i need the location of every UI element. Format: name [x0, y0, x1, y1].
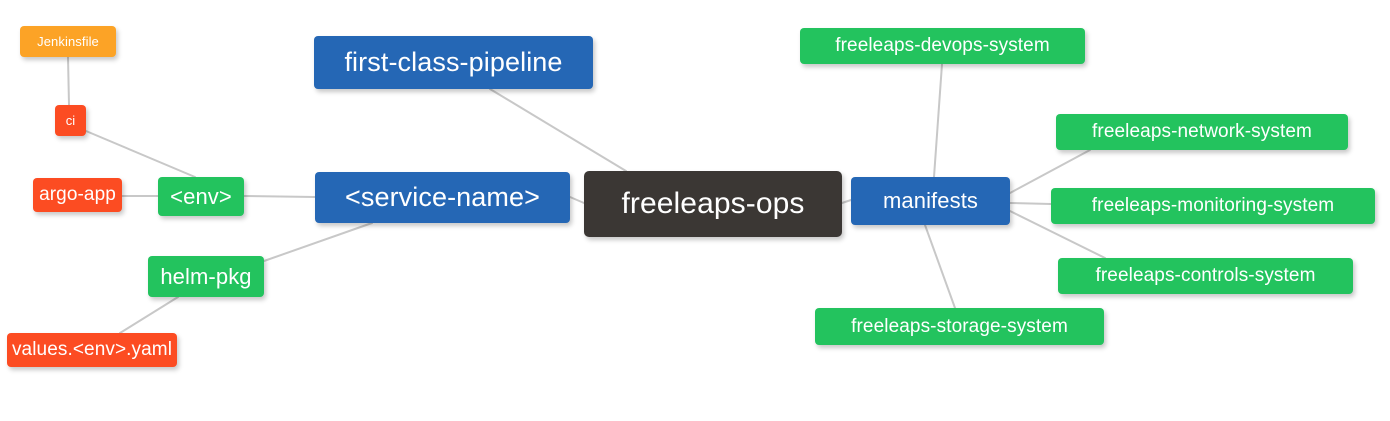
mindmap-node-jenkinsfile[interactable]: Jenkinsfile [20, 26, 116, 57]
edge-freeleaps-ops-to-manifests [841, 199, 852, 204]
mindmap-node-freeleaps-controls-system[interactable]: freeleaps-controls-system [1058, 258, 1353, 294]
mindmap-node-env[interactable]: <env> [158, 177, 244, 216]
mindmap-node-manifests[interactable]: manifests [851, 177, 1010, 225]
mindmap-node-helm-pkg[interactable]: helm-pkg [148, 256, 264, 297]
mindmap-node-freeleaps-monitoring-system[interactable]: freeleaps-monitoring-system [1051, 188, 1375, 224]
edge-jenkinsfile-to-ci [67, 56, 70, 106]
mindmap-node-freeleaps-ops[interactable]: freeleaps-ops [584, 171, 842, 237]
edge-helm-pkg-to-service-name [263, 222, 373, 262]
edge-service-name-to-freeleaps-ops [569, 196, 585, 204]
mindmap-node-first-class-pipeline[interactable]: first-class-pipeline [314, 36, 593, 89]
mindmap-node-argo-app[interactable]: argo-app [33, 178, 122, 212]
edge-values-env-yaml-to-helm-pkg [119, 296, 179, 334]
mindmap-node-freeleaps-network-system[interactable]: freeleaps-network-system [1056, 114, 1348, 150]
mindmap-node-freeleaps-devops-system[interactable]: freeleaps-devops-system [800, 28, 1085, 64]
edge-manifests-to-freeleaps-monitoring-system [1009, 202, 1052, 205]
mindmap-node-freeleaps-storage-system[interactable]: freeleaps-storage-system [815, 308, 1104, 345]
edge-env-to-service-name [243, 195, 316, 198]
edge-manifests-to-freeleaps-devops-system [933, 63, 943, 178]
edge-manifests-to-freeleaps-storage-system [924, 224, 956, 309]
mindmap-node-ci[interactable]: ci [55, 105, 86, 136]
mindmap-node-values-env-yaml[interactable]: values.<env>.yaml [7, 333, 177, 367]
edge-ci-to-env [85, 130, 196, 178]
edge-first-class-pipeline-to-freeleaps-ops [489, 88, 627, 172]
mindmap-node-service-name[interactable]: <service-name> [315, 172, 570, 223]
edge-manifests-to-freeleaps-network-system [1009, 149, 1091, 194]
